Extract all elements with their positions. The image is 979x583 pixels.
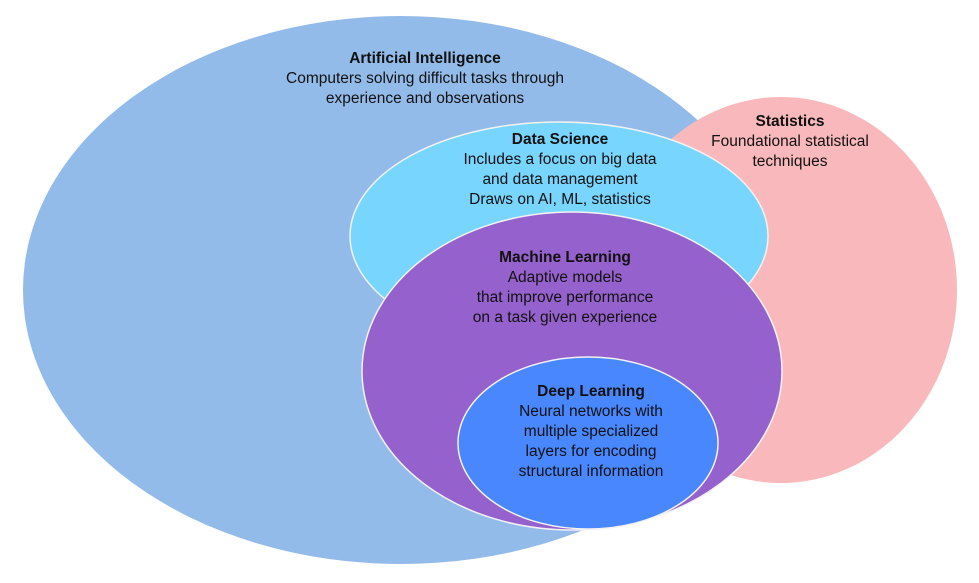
- deep-learning-description-line: structural information: [518, 463, 664, 480]
- statistics-description-line: techniques: [752, 153, 828, 170]
- data-science-description-line: and data management: [482, 171, 638, 188]
- deep-learning-label: Deep Learning Neural networks with multi…: [486, 382, 696, 482]
- deep-learning-description-line: multiple specialized: [523, 423, 659, 440]
- data-science-description-line: Includes a focus on big data: [463, 151, 657, 168]
- machine-learning-description-line: on a task given experience: [472, 309, 658, 326]
- data-science-description-line: Draws on AI, ML, statistics: [469, 191, 651, 208]
- deep-learning-title: Deep Learning: [537, 383, 645, 400]
- ai-label: Artificial Intelligence Computers solvin…: [230, 49, 620, 109]
- deep-learning-ellipse: [457, 356, 719, 530]
- deep-learning-description-line: layers for encoding: [525, 443, 657, 460]
- data-science-label: Data Science Includes a focus on big dat…: [420, 130, 700, 210]
- data-science-title: Data Science: [511, 131, 609, 148]
- ai-description-line: experience and observations: [325, 90, 525, 107]
- statistics-description-line: Foundational statistical: [711, 133, 869, 150]
- machine-learning-description-line: that improve performance: [476, 289, 654, 306]
- deep-learning-description-line: Neural networks with: [519, 403, 663, 420]
- ai-title: Artificial Intelligence: [349, 50, 501, 67]
- machine-learning-description-line: Adaptive models: [507, 269, 623, 286]
- machine-learning-label: Machine Learning Adaptive models that im…: [440, 248, 690, 328]
- ai-description-line: Computers solving difficult tasks throug…: [286, 70, 564, 87]
- statistics-label: Statistics Foundational statistical tech…: [670, 112, 910, 172]
- machine-learning-title: Machine Learning: [499, 249, 631, 266]
- statistics-title: Statistics: [755, 113, 825, 130]
